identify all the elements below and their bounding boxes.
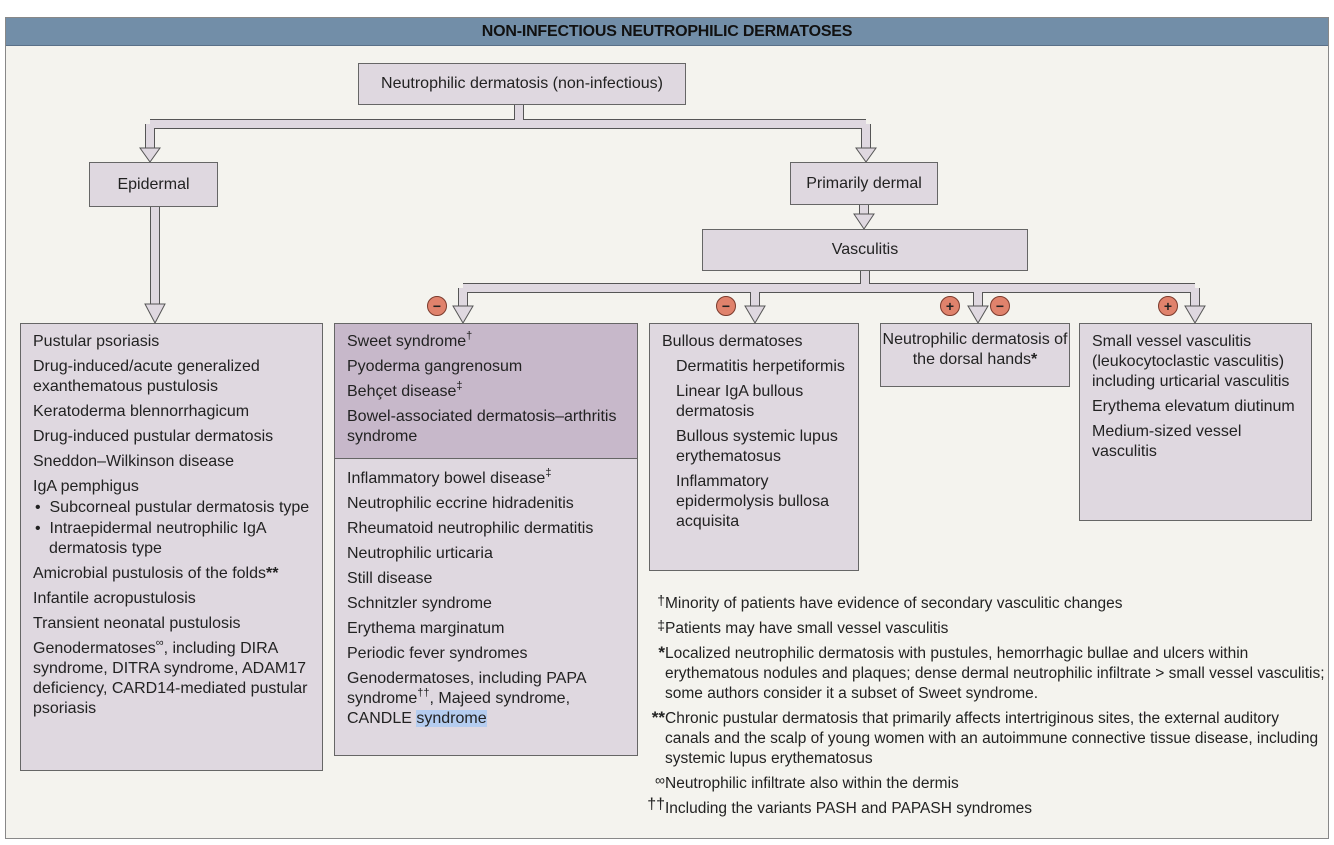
footnote: ∞Neutrophilic infiltrate also within the… [655, 772, 959, 792]
list-item: Keratoderma blennorrhagicum [33, 403, 250, 420]
list-item: Sweet syndrome† [347, 330, 473, 351]
list-item: Bowel-associated dermatosis–arthritis sy… [347, 408, 617, 445]
list-item: Infantile acropustulosis [33, 590, 196, 607]
sweet-related-box: Inflammatory bowel disease‡ Neutrophilic… [334, 458, 638, 756]
list-item: Pustular psoriasis [33, 333, 160, 350]
list-item: Schnitzler syndrome [347, 595, 492, 612]
list-item: Drug-induced pustular dermatosis [33, 428, 274, 445]
list-item: Drug-induced/acute generalized exanthema… [33, 358, 260, 395]
list-item: Periodic fever syndromes [347, 645, 528, 662]
arrowhead [967, 305, 989, 324]
list-item: Small vessel vasculitis (leukocytoclasti… [1092, 333, 1290, 390]
minus-badge-icon: − [990, 296, 1010, 316]
footnote: ‡Patients may have small vessel vasculit… [657, 617, 949, 637]
list-item: Genodermatoses, including PAPA syndrome†… [347, 670, 586, 727]
footnote: ††Including the variants PASH and PAPASH… [647, 796, 1033, 817]
root-box: Neutrophilic dermatosis (non-infectious) [358, 63, 686, 105]
footnote: *Localized neutrophilic dermatosis with … [658, 643, 1325, 702]
arrowhead [853, 213, 875, 230]
list-subitem: • Subcorneal pustular dermatosis type [35, 499, 310, 516]
bullous-box: Bullous dermatoses Dermatitis herpetifor… [649, 323, 859, 571]
list-item: Inflammatory bowel disease‡ [347, 467, 552, 488]
arrowhead [855, 147, 877, 163]
list-item: Bullous systemic lupus erythematosus [676, 428, 838, 465]
list-item: Genodermatoses∞, including DIRA syndrome… [33, 637, 308, 718]
dorsal-hands-box: Neutrophilic dermatosis of the dorsal ha… [880, 323, 1070, 387]
list-item: Pyoderma gangrenosum [347, 358, 523, 375]
arrowhead [144, 303, 166, 325]
arrowhead [139, 147, 161, 163]
list-heading: Bullous dermatoses [662, 333, 803, 350]
epidermal-list-box: Pustular psoriasis Drug-induced/acute ge… [20, 323, 323, 771]
list-item: Medium-sized vessel vasculitis [1092, 423, 1242, 460]
list-subitem: • Intraepidermal neutrophilic IgA dermat… [35, 520, 266, 557]
figure-title: NON-INFECTIOUS NEUTROPHILIC DERMATOSES [6, 18, 1328, 46]
minus-badge-icon: − [716, 296, 736, 316]
sweet-group-box: Sweet syndrome† Pyoderma gangrenosum Beh… [334, 323, 638, 459]
list-item: Inflammatory epidermolysis bullosa acqui… [676, 473, 829, 530]
list-item: IgA pemphigus [33, 478, 139, 495]
list-item: Dermatitis herpetiformis [676, 358, 845, 375]
list-item: Behçet disease‡ [347, 380, 463, 401]
footnotes: †Minority of patients have evidence of s… [645, 592, 1325, 824]
list-item: Still disease [347, 570, 433, 587]
list-item: Linear IgA bullous dermatosis [676, 383, 804, 420]
primarily-dermal-box: Primarily dermal [790, 162, 938, 205]
list-item: Rheumatoid neutrophilic dermatitis [347, 520, 594, 537]
list-item: Neutrophilic eccrine hidradenitis [347, 495, 574, 512]
footnote: **Chronic pustular dermatosis that prima… [651, 708, 1319, 767]
list-item: Erythema marginatum [347, 620, 505, 637]
plus-badge-icon: + [1158, 296, 1178, 316]
list-item: Sneddon–Wilkinson disease [33, 453, 235, 470]
arrowhead [452, 305, 474, 324]
list-item: Erythema elevatum diutinum [1092, 398, 1295, 415]
minus-badge-icon: − [427, 296, 447, 316]
arrowhead [1184, 305, 1206, 324]
vasculitis-box: Vasculitis [702, 229, 1028, 271]
list-item: Neutrophilic urticaria [347, 545, 493, 562]
plus-badge-icon: + [940, 296, 960, 316]
list-item: Transient neonatal pustulosis [33, 615, 241, 632]
epidermal-box: Epidermal [89, 162, 218, 207]
selected-text[interactable]: syndrome [416, 710, 487, 727]
small-vessel-box: Small vessel vasculitis (leukocytoclasti… [1079, 323, 1312, 521]
footnote: †Minority of patients have evidence of s… [657, 592, 1123, 612]
list-item: Amicrobial pustulosis of the folds** [33, 565, 279, 582]
arrowhead [744, 305, 766, 324]
